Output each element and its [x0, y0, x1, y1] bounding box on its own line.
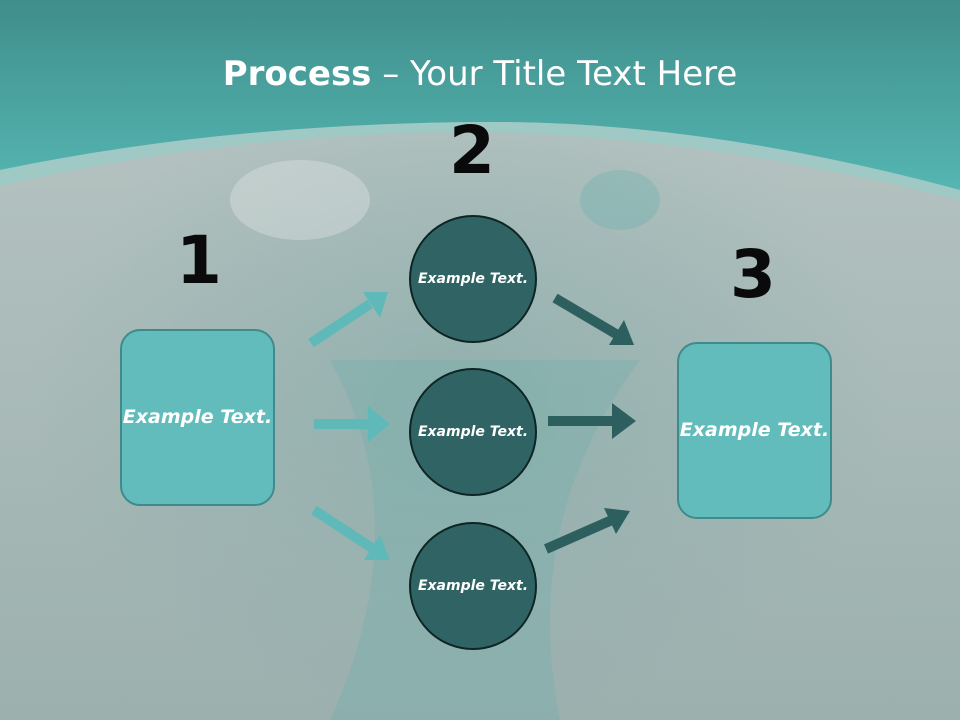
arrow-1-to-middle — [314, 406, 390, 442]
step-number-2: 2 — [449, 112, 495, 189]
arrow-middle-to-3 — [548, 403, 636, 439]
arrow-bottom-to-3 — [543, 508, 630, 554]
slide-title: Process – Your Title Text Here — [0, 52, 960, 96]
title-bold: Process — [222, 54, 372, 94]
arrow-top-to-3 — [552, 293, 634, 345]
step-3-box: Example Text. — [677, 342, 832, 519]
step-1-box: Example Text. — [120, 329, 275, 506]
arrow-1-to-bottom — [311, 505, 390, 560]
step-3-label: Example Text. — [679, 419, 830, 441]
step-number-3: 3 — [730, 236, 776, 313]
step-1-label: Example Text. — [122, 406, 273, 428]
circle-middle-label: Example Text. — [417, 423, 529, 440]
circle-middle: Example Text. — [409, 368, 537, 496]
circle-top-label: Example Text. — [417, 270, 529, 287]
step-number-1: 1 — [176, 222, 222, 299]
title-rest: – Your Title Text Here — [371, 54, 738, 94]
arrow-1-to-top — [308, 292, 388, 348]
circle-bottom: Example Text. — [409, 522, 537, 650]
circle-top: Example Text. — [409, 215, 537, 343]
circle-bottom-label: Example Text. — [417, 577, 529, 594]
